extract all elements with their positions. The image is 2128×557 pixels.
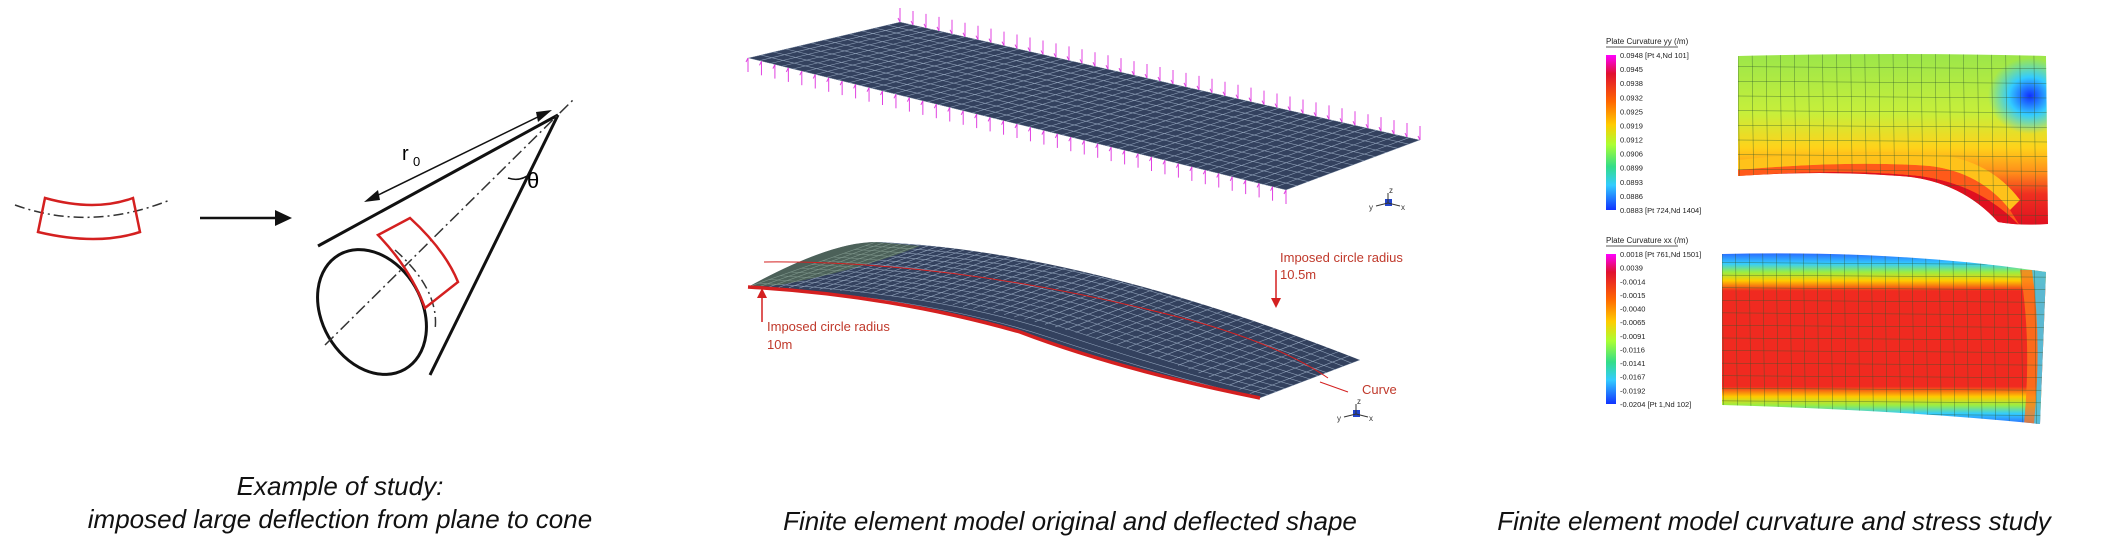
curve-pointer: [1319, 381, 1349, 393]
legend-top-title: Plate Curvature yy (/m): [1606, 37, 1689, 46]
annotation-right-line1: Imposed circle radius: [1280, 250, 1403, 265]
caption-line1: Example of study:: [236, 471, 444, 501]
axis-x-top: x: [1401, 203, 1405, 212]
imposed-curve-edge: [747, 285, 1261, 400]
legend-value: -0.0167: [1620, 373, 1645, 382]
deflected-plate-mesh: [748, 242, 1360, 398]
legend-value: 0.0899: [1620, 164, 1643, 173]
r0-arrow-start: [364, 190, 380, 202]
axis-y-top: y: [1369, 203, 1373, 212]
legend-value: 0.0919: [1620, 121, 1643, 130]
legend-value: 0.0912: [1620, 136, 1643, 145]
centerline-left: [14, 199, 171, 219]
annotation-left-line2: 10m: [767, 337, 792, 352]
legend-value: 0.0948 [Pt 4,Nd 101]: [1620, 51, 1689, 60]
load-arrows-top: [897, 8, 1421, 141]
axis-x-bottom: x: [1369, 414, 1373, 423]
r0-dimension-line: [367, 111, 549, 201]
cone-surface-line: [394, 249, 437, 331]
legend-value: 0.0039: [1620, 264, 1643, 273]
axis-z-bottom: z: [1357, 397, 1361, 406]
annotation-right-line2: 10.5m: [1280, 267, 1316, 282]
flat-plate-element: [36, 196, 142, 241]
deflected-plate-tint: [748, 242, 920, 287]
legend-value: -0.0091: [1620, 332, 1645, 341]
cone-side-bottom: [428, 114, 560, 376]
legend-value: -0.0015: [1620, 291, 1645, 300]
legend-value: 0.0886: [1620, 192, 1643, 201]
legend-bottom-values: 0.0018 [Pt 761,Nd 1501] 0.0039 -0.0014 -0.0…: [1620, 250, 1701, 409]
fe-curvature-diagram: Plate Curvature yy (/m) 0.0948 [Pt 4,Nd …: [1606, 37, 2048, 424]
r0-arrow-end: [536, 110, 552, 122]
caption-line2: imposed large deflection from plane to c…: [87, 504, 593, 534]
panel2-caption-text: Finite element model original and deflec…: [783, 506, 1357, 536]
r0-label: r: [402, 143, 409, 165]
legend-bottom-title: Plate Curvature xx (/m): [1606, 236, 1689, 245]
legend-value: 0.0938: [1620, 79, 1643, 88]
imposed-curve-center: [763, 261, 1329, 379]
panel1-caption: Example of study: imposed large deflecti…: [0, 470, 700, 536]
axis-triad-top: z x y: [1369, 186, 1405, 212]
legend-value: 0.0883 [Pt 724,Nd 1404]: [1620, 206, 1701, 215]
legend-value: -0.0204 [Pt 1,Nd 102]: [1620, 400, 1691, 409]
axis-y-bottom: y: [1337, 414, 1341, 423]
flat-plate: [748, 22, 1420, 190]
legend-value: -0.0014: [1620, 277, 1645, 286]
r0-subscript: 0: [413, 154, 420, 169]
transform-arrow-head: [275, 210, 292, 226]
legend-bottom-colorbar: [1606, 254, 1616, 404]
fe-shape-panel: Imposed circle radius 10.5m Imposed circ…: [720, 0, 1421, 557]
cone-side-top: [317, 113, 559, 248]
fe-shape-diagram: Imposed circle radius 10.5m Imposed circ…: [745, 8, 1421, 423]
annotation-arrowhead-left: [757, 288, 767, 298]
axis-triad-bottom: z x y: [1337, 397, 1373, 423]
legend-value: 0.0018 [Pt 761,Nd 1501]: [1620, 250, 1701, 259]
legend-value: -0.0141: [1620, 359, 1645, 368]
cone-base: [316, 248, 428, 376]
legend-value: 0.0906: [1620, 150, 1643, 159]
cone-plate-element: [375, 216, 460, 311]
plane-to-cone-panel: r 0 θ Example of study: imposed large de…: [0, 0, 720, 557]
cone-diagram: r 0 θ: [14, 97, 576, 376]
panel3-caption: Finite element model curvature and stres…: [1420, 505, 2128, 538]
legend-value: -0.0192: [1620, 386, 1645, 395]
legend-value: -0.0116: [1620, 345, 1645, 354]
theta-label: θ: [527, 168, 539, 193]
panel2-caption: Finite element model original and deflec…: [720, 505, 1420, 538]
legend-value: -0.0040: [1620, 305, 1645, 314]
curvature-xx-mesh: [1722, 253, 2046, 424]
legend-value: 0.0945: [1620, 65, 1643, 74]
load-arrows-bottom: [745, 57, 1287, 204]
legend-top-values: 0.0948 [Pt 4,Nd 101] 0.0945 0.0938 0.0932 0.…: [1620, 51, 1701, 215]
axis-z-top: z: [1389, 186, 1393, 195]
fe-curvature-panel: Plate Curvature yy (/m) 0.0948 [Pt 4,Nd …: [1420, 0, 2128, 557]
legend-value: 0.0925: [1620, 107, 1643, 116]
theta-arc: [507, 173, 531, 181]
legend-top-colorbar: [1606, 55, 1616, 210]
panel3-caption-text: Finite element model curvature and stres…: [1497, 506, 2051, 536]
curvature-xx-plot: [1722, 253, 2046, 424]
cone-axis: [324, 97, 576, 346]
legend-value: 0.0893: [1620, 178, 1643, 187]
annotation-arrowhead-right: [1271, 298, 1281, 308]
legend-value: 0.0932: [1620, 93, 1643, 102]
curve-label: Curve: [1362, 382, 1397, 397]
annotation-left-line1: Imposed circle radius: [767, 319, 890, 334]
legend-value: -0.0065: [1620, 318, 1645, 327]
deflected-plate: [748, 242, 1360, 398]
